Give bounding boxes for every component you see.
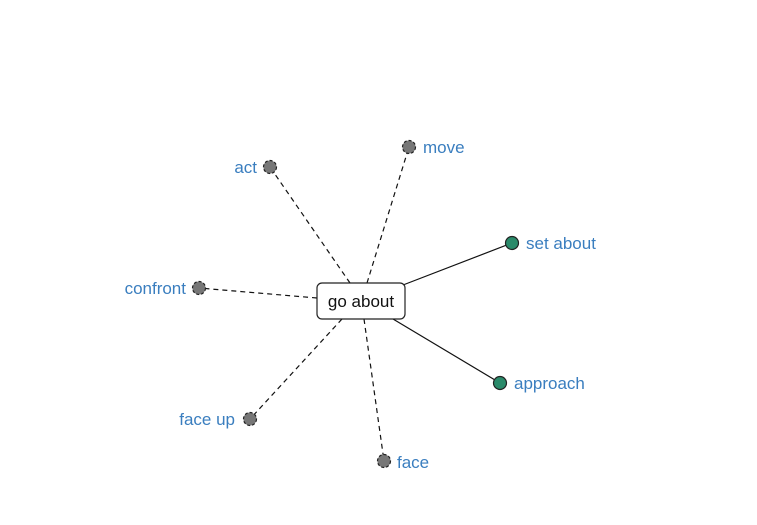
node-act[interactable]: act: [234, 158, 278, 177]
node-label-face[interactable]: face: [397, 453, 429, 472]
node-label-approach[interactable]: approach: [514, 374, 585, 393]
node-dot-approach[interactable]: [492, 375, 508, 391]
edge-face-up: [249, 318, 343, 420]
node-dot-move[interactable]: [401, 139, 417, 155]
edges: [198, 146, 513, 462]
node-label-confront[interactable]: confront: [125, 279, 187, 298]
edge-approach: [392, 318, 501, 384]
edge-move: [366, 146, 410, 284]
node-dot-act[interactable]: [262, 159, 278, 175]
node-set-about[interactable]: set about: [504, 234, 597, 253]
node-label-move[interactable]: move: [423, 138, 465, 157]
node-confront[interactable]: confront: [125, 279, 207, 298]
node-dot-set-about[interactable]: [504, 235, 520, 251]
node-move[interactable]: move: [401, 138, 465, 157]
edge-confront: [198, 287, 318, 299]
nodes: move act set about confront approach face up f…: [125, 138, 597, 472]
node-dot-face-up[interactable]: [242, 411, 258, 427]
edge-face: [363, 318, 385, 462]
node-dot-face[interactable]: [376, 453, 392, 469]
edge-set-about: [402, 242, 513, 286]
node-face-up[interactable]: face up: [179, 410, 258, 429]
center-node-box[interactable]: [316, 282, 406, 320]
center-node[interactable]: go about: [316, 282, 406, 320]
edge-act: [269, 166, 351, 284]
center-node-label[interactable]: go about: [328, 292, 394, 311]
node-approach[interactable]: approach: [492, 374, 585, 393]
node-dot-confront[interactable]: [191, 280, 207, 296]
node-label-act[interactable]: act: [234, 158, 257, 177]
node-label-face-up[interactable]: face up: [179, 410, 235, 429]
node-face[interactable]: face: [376, 453, 430, 472]
node-label-set-about[interactable]: set about: [526, 234, 596, 253]
